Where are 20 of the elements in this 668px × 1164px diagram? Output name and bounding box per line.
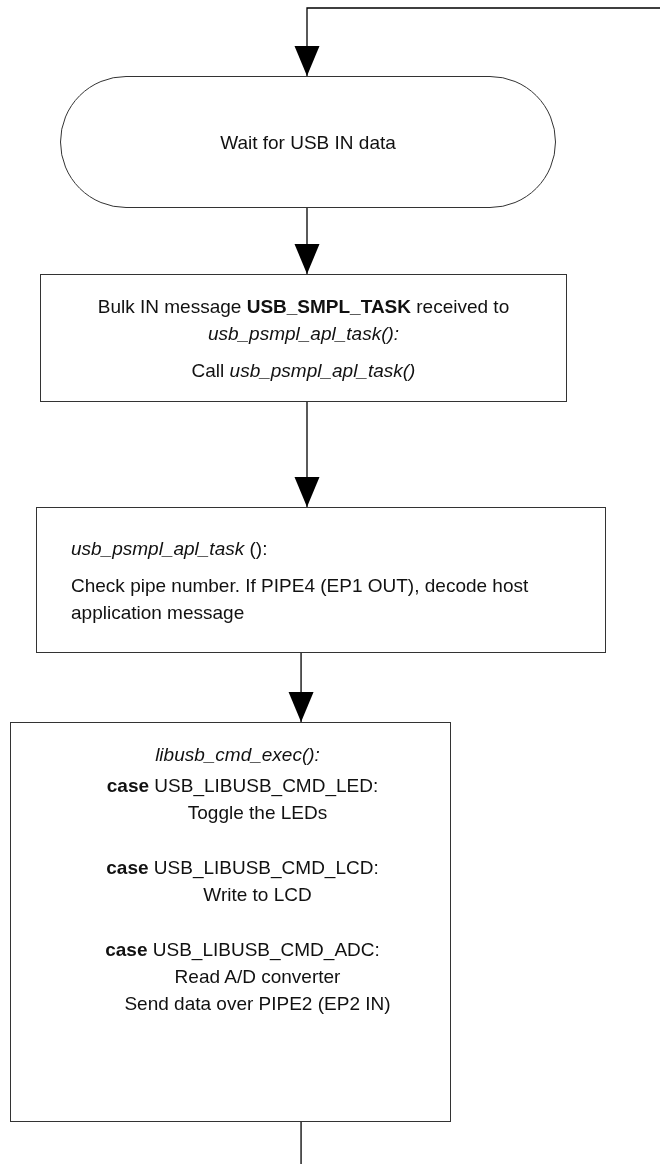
step-text: case USB_LIBUSB_CMD_LCD: [106, 856, 379, 881]
step-text: Call usb_psmpl_apl_task() [191, 358, 416, 383]
case-label: Write to LCD [203, 883, 312, 907]
process-box [36, 507, 606, 653]
arrow [294, 7, 661, 77]
arrow [294, 401, 320, 508]
step-text: case USB_LIBUSB_CMD_LED: [106, 774, 379, 799]
function-heading: libusb_cmd_exec(): [155, 743, 320, 767]
step-text: Wait for USB IN data [220, 130, 396, 155]
step-text: Bulk IN message USB_SMPL_TASK received to usb_psmpl_apl_task(): [96, 294, 511, 346]
process-box [10, 722, 451, 1122]
process-box [40, 274, 567, 402]
step-text: Check pipe number. If PIPE4 (EP1 OUT), decode host application message [70, 573, 530, 625]
function-heading: usb_psmpl_apl_task (): [71, 536, 268, 561]
case-label: Read A/D converter [174, 965, 341, 989]
arrow [294, 207, 320, 275]
case-label: Toggle the LEDs [187, 801, 328, 825]
step-text: case USB_LIBUSB_CMD_ADC: [105, 938, 380, 963]
step-text: Send data over PIPE2 (EP2 IN) [124, 992, 391, 1016]
arrow [288, 652, 314, 723]
